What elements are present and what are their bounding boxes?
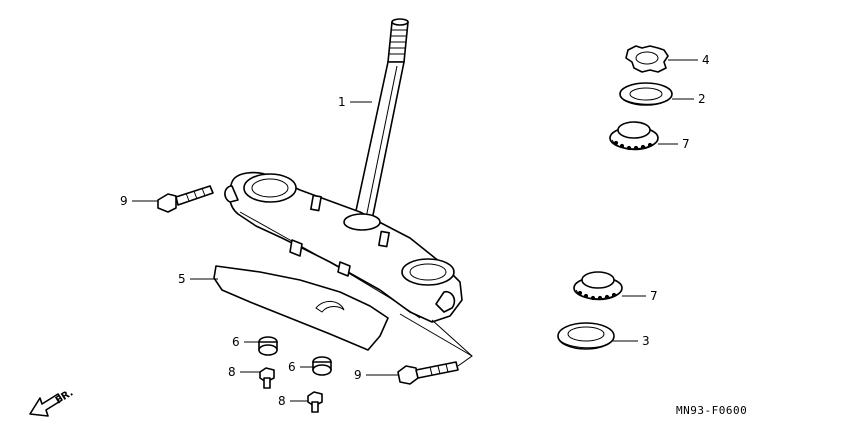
lower-bearing-part[interactable] <box>573 271 623 301</box>
diagram-code: MN93-F0600 <box>676 404 747 417</box>
callout-6a: 6 <box>232 335 240 349</box>
bolt-lower-part[interactable] <box>397 361 459 385</box>
front-arrow-icon <box>29 393 63 417</box>
callout-labels: 1 2 3 4 5 6 6 7 7 8 8 9 9 <box>120 53 710 408</box>
cover-plate-part[interactable] <box>213 265 389 351</box>
dust-seal-part[interactable] <box>619 82 673 106</box>
callout-7b: 7 <box>650 289 658 303</box>
collar-right-part[interactable] <box>312 356 332 376</box>
lock-nut-part[interactable] <box>625 45 669 73</box>
front-direction-indicator: FR. <box>29 387 76 417</box>
callout-3: 3 <box>642 334 650 348</box>
callout-4: 4 <box>702 53 710 67</box>
front-label: FR. <box>54 387 76 406</box>
collar-left-part[interactable] <box>258 336 278 356</box>
callout-8a: 8 <box>228 365 236 379</box>
bottom-bridge-part[interactable] <box>224 171 463 323</box>
small-bolt-left-part[interactable] <box>259 367 275 389</box>
callout-2: 2 <box>698 92 706 106</box>
callout-6b: 6 <box>288 360 296 374</box>
callout-9a: 9 <box>120 194 128 208</box>
small-bolt-right-part[interactable] <box>307 391 323 413</box>
steering-stem-part[interactable] <box>353 18 409 221</box>
leader-lines <box>132 59 698 402</box>
callout-7a: 7 <box>682 137 690 151</box>
callout-8b: 8 <box>278 394 286 408</box>
callout-5: 5 <box>178 272 186 286</box>
callout-1: 1 <box>338 95 346 109</box>
lower-dust-seal-part[interactable] <box>557 322 615 350</box>
bolt-upper-part[interactable] <box>157 185 214 213</box>
upper-bearing-part[interactable] <box>609 121 659 151</box>
callout-9b: 9 <box>354 368 362 382</box>
